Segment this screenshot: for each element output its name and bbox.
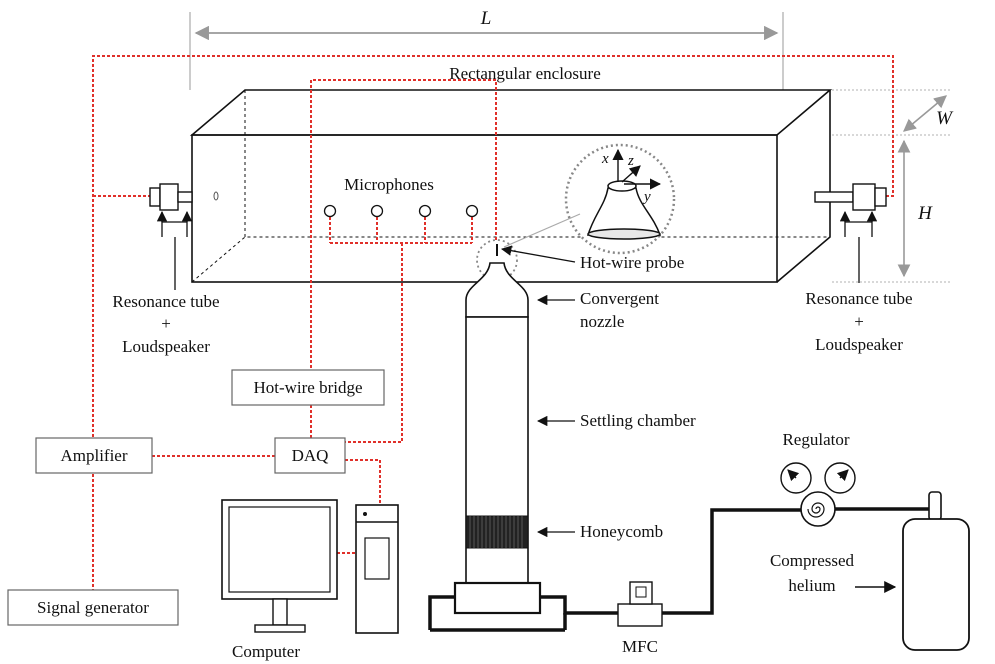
rectangular-enclosure: Rectangular enclosure (189, 64, 833, 283)
microphones-label: Microphones (344, 175, 434, 194)
right-resonance-label-1: Resonance tube (805, 289, 912, 308)
microphones (323, 204, 479, 218)
daq-box: DAQ (274, 437, 346, 474)
convergent-nozzle-label-2: nozzle (580, 312, 624, 331)
left-resonance-tube (149, 183, 219, 290)
z-axis-arrow (621, 165, 641, 183)
compressed-helium-label-1: Compressed (770, 551, 855, 570)
convergent-nozzle-label-1: Convergent (580, 289, 659, 308)
helium-cylinder (855, 491, 970, 651)
width-label: W (936, 108, 954, 129)
left-resonance-label-2: + (161, 314, 171, 333)
convergent-nozzle (465, 262, 529, 318)
regulator (780, 462, 937, 527)
signal-wiring (92, 55, 894, 590)
mfc-label: MFC (622, 637, 658, 656)
enclosure-label: Rectangular enclosure (449, 64, 601, 83)
z-axis-label: z (627, 153, 634, 169)
hotwire-bridge-box: Hot-wire bridge (231, 369, 385, 406)
signal-generator-box: Signal generator (7, 589, 179, 626)
mass-flow-controller (617, 508, 805, 627)
length-label: L (480, 8, 492, 29)
x-axis-label: x (601, 151, 609, 167)
honeycomb (465, 515, 529, 549)
honeycomb-label: Honeycomb (580, 522, 663, 541)
chamber-base (453, 581, 542, 615)
microphone (418, 204, 432, 218)
dimension-width-height: W H (832, 89, 954, 283)
hotwire-bridge-label: Hot-wire bridge (253, 378, 362, 397)
regulator-label: Regulator (782, 430, 849, 449)
microphone (370, 204, 384, 218)
amplifier-box: Amplifier (35, 437, 153, 474)
compressed-helium-label-2: helium (788, 576, 835, 595)
settling-chamber-label: Settling chamber (580, 411, 696, 430)
signal-generator-label: Signal generator (37, 598, 149, 617)
microphone (465, 204, 479, 218)
microphone (323, 204, 337, 218)
right-resonance-label-3: Loudspeaker (815, 335, 903, 354)
dimension-length: L (189, 8, 784, 90)
amplifier-label: Amplifier (60, 446, 127, 465)
right-resonance-tube (814, 183, 887, 283)
hotwire-probe-label: Hot-wire probe (580, 253, 684, 272)
right-resonance-label-2: + (854, 312, 864, 331)
left-resonance-label-3: Loudspeaker (122, 337, 210, 356)
height-label: H (917, 203, 933, 224)
y-axis-label: y (642, 189, 651, 205)
left-resonance-label-1: Resonance tube (112, 292, 219, 311)
settling-chamber-column (428, 262, 618, 632)
computer (221, 499, 399, 634)
nozzle-zoom-inset: x z y (503, 143, 676, 255)
daq-label: DAQ (292, 446, 329, 465)
computer-label: Computer (232, 642, 300, 661)
